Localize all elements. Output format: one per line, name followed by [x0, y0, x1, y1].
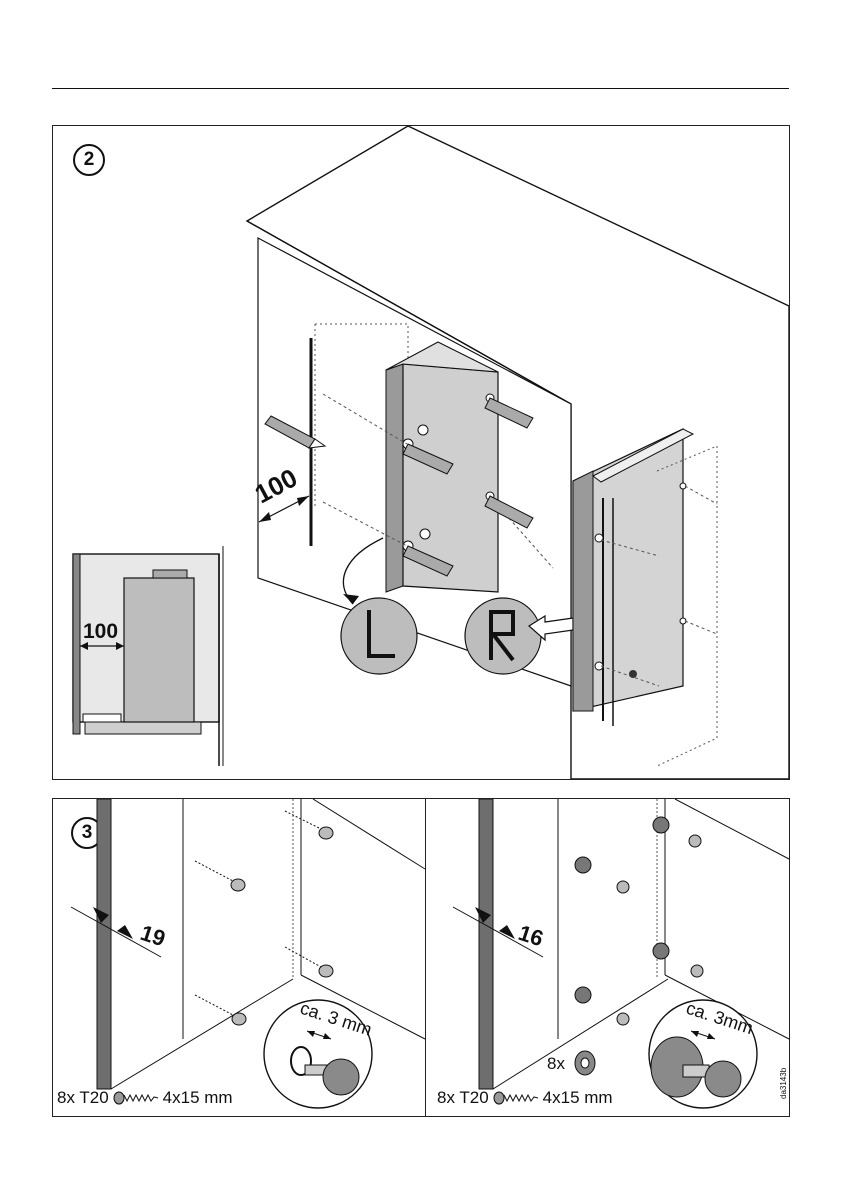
screw-qty-left: 8x T20	[57, 1088, 109, 1108]
inset-offset-label: 100	[83, 620, 118, 643]
screw-size-left: 4x15 mm	[163, 1088, 233, 1108]
document-id: da3143b	[779, 1068, 788, 1099]
step-3-right-view: 16 8x ca. 3mm	[453, 799, 789, 1108]
step-2-panel: 2	[52, 125, 790, 780]
thickness-label-right: 16	[515, 920, 546, 951]
screw-caption-right: 8x T20 4x15 mm	[437, 1088, 613, 1108]
left-symbol-disc	[341, 598, 417, 674]
step-2-illustration: 100	[53, 126, 789, 779]
screw-icon	[493, 1091, 539, 1105]
header-rule	[52, 88, 789, 89]
step-3-illustration: 19 ca. 3 mm	[53, 799, 789, 1116]
inset-side-view: 100	[73, 546, 223, 766]
screw-qty-right: 8x T20	[437, 1088, 489, 1108]
step-3-left-view: 19 ca. 3 mm	[71, 799, 425, 1108]
screw-icon	[113, 1091, 159, 1105]
spacer-qty-label: 8x	[547, 1054, 565, 1073]
screw-caption-left: 8x T20 4x15 mm	[57, 1088, 233, 1108]
step-3-panel: 3 19	[52, 798, 790, 1117]
screw-size-right: 4x15 mm	[543, 1088, 613, 1108]
